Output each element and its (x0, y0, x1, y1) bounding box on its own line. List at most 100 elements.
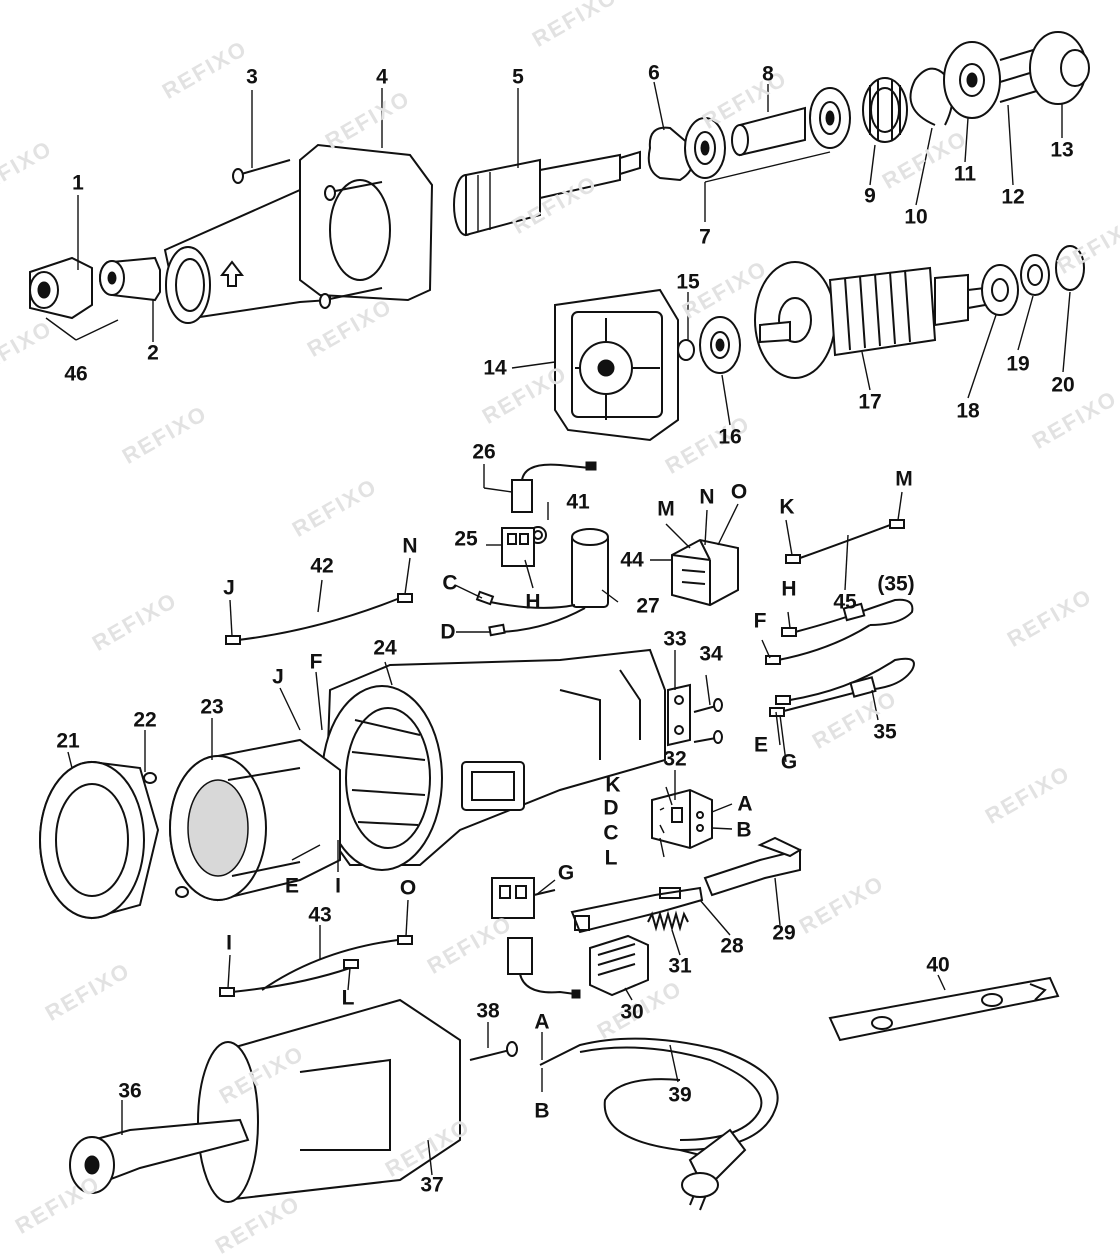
part-label-26: 26 (472, 440, 496, 464)
part-21-end-cover (39, 760, 160, 920)
part-40-spanner (828, 976, 1060, 1042)
part-label-25: 25 (454, 527, 478, 551)
part-brush-lower (507, 937, 581, 999)
part-43-wire (219, 935, 413, 997)
part-label-32: 32 (663, 747, 687, 771)
part-1-collet-nut (29, 256, 93, 320)
part-39-power-cord (539, 1037, 779, 1211)
part-25-brush-holder (501, 527, 535, 567)
part-label-4: 4 (376, 65, 388, 89)
connector-label-o: O (399, 876, 417, 900)
part-36-handle (69, 1118, 250, 1194)
connector-label-f: F (309, 650, 323, 674)
part-label-33: 33 (663, 627, 687, 651)
part-23-field-coil (169, 738, 341, 902)
part-label-23: 23 (200, 695, 224, 719)
connector-label-d: D (440, 620, 456, 644)
connector-label-k: K (779, 495, 795, 519)
part-2-collet (99, 256, 161, 302)
connector-label-m: M (895, 467, 913, 491)
part-label-10: 10 (904, 205, 928, 229)
connector-label-g: G (780, 750, 798, 774)
connector-label-c: C (603, 821, 619, 845)
part-label-16: 16 (718, 425, 742, 449)
part-label-14: 14 (483, 356, 507, 380)
connector-label-m: M (657, 497, 675, 521)
part-label-20: 20 (1051, 373, 1075, 397)
part-label-22: 22 (133, 708, 157, 732)
part-label-9: 9 (864, 184, 876, 208)
part-8-sleeve (731, 106, 806, 157)
part-label-3: 3 (246, 65, 258, 89)
part-18-bearing (981, 264, 1019, 316)
connector-label-b: B (534, 1099, 550, 1123)
connector-label-j: J (223, 576, 235, 600)
part-4-nose-housing (163, 143, 434, 324)
part-label-24: 24 (373, 636, 397, 660)
connector-label-i: I (335, 874, 341, 898)
part-label-2: 2 (147, 341, 159, 365)
connector-label-k: K (605, 773, 621, 797)
part-label-7: 7 (699, 225, 711, 249)
part-label-36: 36 (118, 1079, 142, 1103)
connector-label-h: H (781, 577, 797, 601)
part-label-8: 8 (762, 62, 774, 86)
part-label-21: 21 (56, 729, 80, 753)
part-38-screw (469, 1041, 518, 1061)
connector-label-j: J (272, 665, 284, 689)
connector-label-i: I (226, 931, 232, 955)
part-14-bearing-plate (554, 288, 679, 442)
part-32-switch (651, 788, 713, 850)
part-label-17: 17 (858, 390, 882, 414)
part-label-35-ref: (35) (877, 572, 915, 596)
connector-label-f: F (753, 609, 767, 633)
part-35-wire-upper (765, 598, 914, 665)
part-13-end-cap (1029, 31, 1090, 105)
part-label-31: 31 (668, 954, 692, 978)
part-label-12: 12 (1001, 185, 1025, 209)
part-label-6: 6 (648, 61, 660, 85)
part-label-18: 18 (956, 399, 980, 423)
part-31-spring (647, 910, 689, 932)
part-45-wire (785, 519, 905, 564)
leader-lines (45, 81, 1071, 1176)
part-5-spindle (453, 150, 641, 237)
connector-label-n: N (402, 534, 418, 558)
part-label-42: 42 (310, 554, 334, 578)
part-label-13: 13 (1050, 138, 1074, 162)
part-16-bearing (699, 316, 741, 374)
part-label-35: 35 (873, 720, 897, 744)
connector-label-n: N (699, 485, 715, 509)
connector-label-d: D (603, 796, 619, 820)
part-3-screws (232, 159, 383, 309)
part-44-terminal-block (671, 538, 739, 607)
connector-label-b: B (736, 818, 752, 842)
connector-label-l: L (341, 986, 355, 1010)
part-label-37: 37 (420, 1173, 444, 1197)
part-20-ring (1055, 245, 1085, 291)
part-28-slider (570, 886, 704, 934)
part-label-38: 38 (476, 999, 500, 1023)
connector-label-l: L (604, 846, 618, 870)
part-label-19: 19 (1006, 352, 1030, 376)
part-15-bushing (677, 339, 695, 361)
part-label-41: 41 (566, 490, 590, 514)
part-7-bearings (684, 87, 851, 179)
exploded-parts-diagram (29, 31, 1090, 1211)
part-24-motor-housing (321, 648, 666, 871)
part-label-39: 39 (668, 1083, 692, 1107)
connector-label-c: C (442, 571, 458, 595)
part-label-43: 43 (308, 903, 332, 927)
part-label-29: 29 (772, 921, 796, 945)
part-g-brush-holder (491, 877, 556, 919)
parts-drawing (29, 31, 1090, 1211)
connector-label-h: H (525, 590, 541, 614)
part-label-45: 45 (833, 590, 857, 614)
connector-label-a: A (534, 1010, 550, 1034)
part-11-flange (943, 41, 1001, 119)
part-9-needle-bearing (862, 77, 908, 143)
part-30-switch-button (589, 934, 649, 997)
part-label-28: 28 (720, 934, 744, 958)
part-34-screws (693, 698, 723, 744)
connector-label-a: A (737, 792, 753, 816)
